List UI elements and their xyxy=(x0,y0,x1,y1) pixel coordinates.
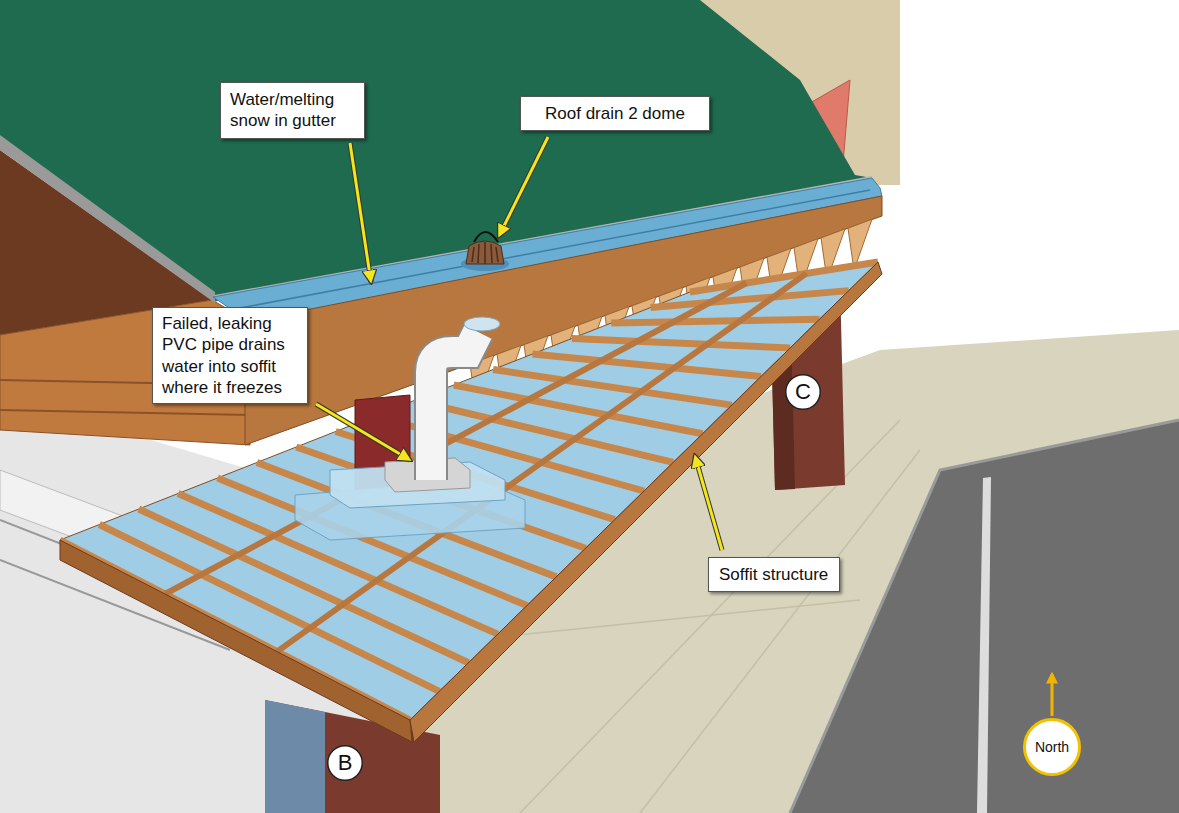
joist xyxy=(533,354,762,377)
column xyxy=(265,700,325,813)
leader-arrow xyxy=(316,137,722,550)
leader-arrow xyxy=(499,137,548,236)
roof xyxy=(0,135,215,303)
north-arrow xyxy=(1051,674,1054,716)
callout-letter: B xyxy=(327,745,363,781)
circle-outline xyxy=(1025,720,1080,775)
circle-outline xyxy=(328,746,363,781)
callout-box: Soffit structure xyxy=(708,557,840,592)
pvc-pipe xyxy=(431,332,478,480)
pvc-pipe xyxy=(464,317,500,331)
leader-arrow xyxy=(350,143,371,282)
callout-text: Roof drain 2 dome xyxy=(545,103,685,124)
leader-arrow xyxy=(316,404,410,460)
callout-text: Failed, leaking PVC pipe drains water in… xyxy=(162,313,298,398)
joist xyxy=(572,339,790,348)
end-board xyxy=(60,540,412,742)
callout-text: Water/melting snow in gutter xyxy=(230,89,355,132)
ground xyxy=(790,420,1179,813)
leader-arrow xyxy=(350,143,371,282)
fascia xyxy=(245,196,882,445)
roof-framing xyxy=(0,410,250,415)
roof-drain-dome xyxy=(474,232,498,242)
north-arrow xyxy=(1052,674,1053,716)
leader-arrow xyxy=(499,137,548,236)
circle-label: North xyxy=(1035,739,1069,755)
roof-drain-dome xyxy=(461,232,509,271)
roof-drain-dome xyxy=(472,242,498,264)
north-marker: North xyxy=(1023,718,1081,776)
ice xyxy=(295,458,525,540)
joist xyxy=(414,401,673,463)
callout-box: Roof drain 2 dome xyxy=(520,96,710,131)
leader-arrow xyxy=(695,456,722,550)
callout-text: Soffit structure xyxy=(719,564,829,585)
leader-arrow xyxy=(695,456,722,550)
ground xyxy=(790,420,1179,813)
roof-drain-dome xyxy=(466,241,504,264)
leader-arrow xyxy=(316,404,410,460)
fascia xyxy=(245,196,882,445)
ground xyxy=(977,477,991,813)
pvc-pipe xyxy=(431,332,478,480)
circle-label: C xyxy=(795,379,811,405)
circle-outline xyxy=(786,375,821,410)
callout-letter: C xyxy=(785,374,821,410)
soffit-structure xyxy=(60,262,882,742)
joist xyxy=(611,319,819,323)
joist xyxy=(651,291,849,308)
circle-label: B xyxy=(338,750,353,776)
pvc-pipe xyxy=(431,317,500,480)
callout-box: Failed, leaking PVC pipe drains water in… xyxy=(152,307,308,404)
callout-box: Water/melting snow in gutter xyxy=(220,82,365,139)
soffit-floor xyxy=(60,262,878,720)
